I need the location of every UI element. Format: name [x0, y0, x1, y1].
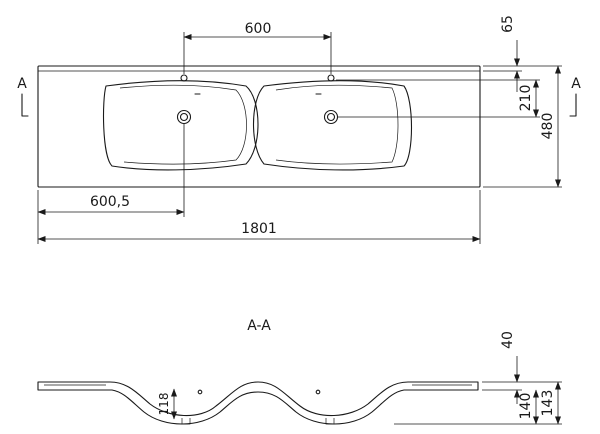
dim-bowl-depth-label: 140	[518, 393, 534, 420]
section-title: A-A	[247, 318, 271, 334]
plan-view: 600 600,5 1801 65 210 480 A	[17, 15, 581, 244]
dim-total-height-label: 143	[540, 390, 556, 417]
dim-total-depth-label: 480	[540, 113, 556, 140]
section-mark-left: A	[17, 76, 29, 117]
right-basin-outline	[252, 80, 413, 171]
svg-text:A: A	[17, 76, 27, 92]
dim-rim-label: 40	[500, 331, 516, 349]
section-mark-right: A	[569, 76, 581, 117]
dim-hole-depth-label: 210	[518, 85, 534, 112]
dim-total-width-label: 1801	[241, 221, 277, 237]
section-view: A-A 118 40 140 143	[37, 318, 562, 425]
right-tap-hole	[327, 74, 335, 82]
section-profile	[37, 381, 479, 425]
right-drain-icon	[323, 109, 339, 125]
countertop-outline	[37, 65, 481, 188]
left-drain-icon	[176, 109, 192, 125]
dim-hole-spacing-label: 600	[245, 21, 272, 37]
left-tap-hole	[180, 74, 188, 82]
dim-bowl-inner-label: 118	[157, 393, 171, 416]
dim-top-edge-label: 65	[500, 15, 516, 33]
svg-text:A: A	[571, 76, 581, 92]
dim-hole-offset-label: 600,5	[90, 194, 130, 210]
left-basin-outline	[102, 80, 259, 171]
